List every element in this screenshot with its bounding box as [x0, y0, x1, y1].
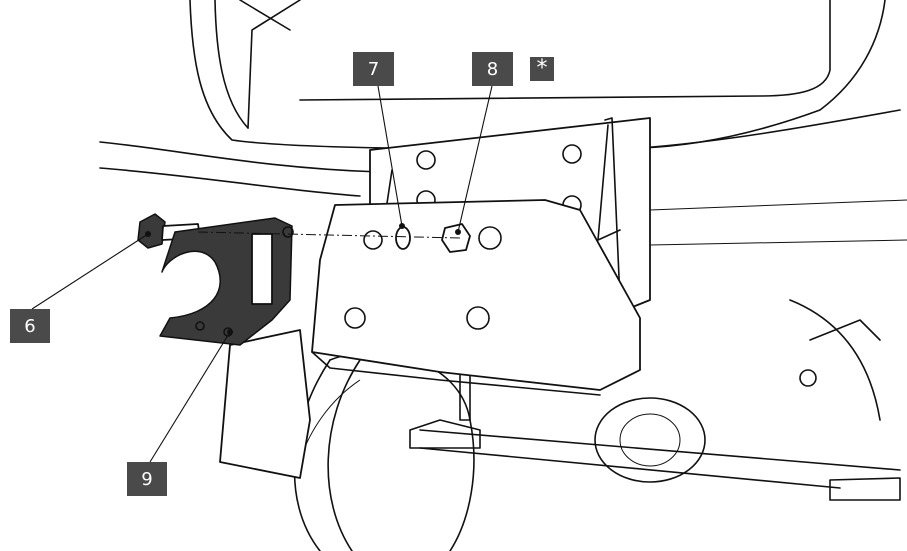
- mudflap: [219, 329, 311, 479]
- spare-tire: [293, 351, 475, 551]
- callout-7: 7: [353, 52, 394, 86]
- callout-9: 9: [127, 462, 167, 496]
- tow-bracket-plate: [311, 199, 641, 396]
- alignment-line: [197, 231, 461, 239]
- callout-8: 8: [472, 52, 513, 86]
- leader-lines: [31, 85, 493, 463]
- callout-6: 6: [10, 309, 50, 343]
- rear-axle: [409, 299, 901, 501]
- socket-mounting-plate: [159, 217, 294, 346]
- asterisk-icon: *: [530, 57, 554, 81]
